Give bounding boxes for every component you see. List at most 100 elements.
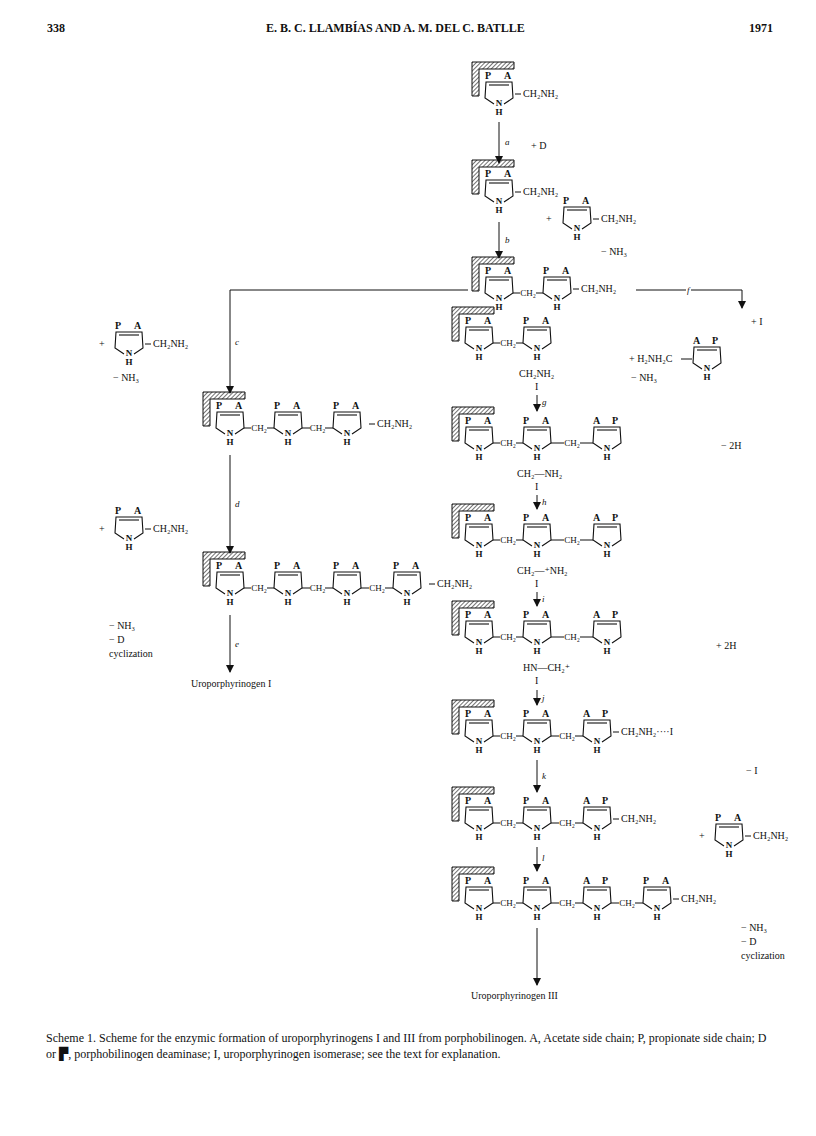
- scheme-label: CH₂NH₂: [376, 418, 413, 430]
- ring-nitrogen: N H: [532, 344, 542, 362]
- pyrrole-ring: APN H: [690, 335, 724, 385]
- bridge-label: CH₂: [559, 731, 575, 741]
- side-chain: P: [523, 512, 529, 523]
- ring-nitrogen: N H: [474, 737, 484, 755]
- bond-line: [613, 732, 619, 733]
- step-letter: d: [234, 498, 241, 510]
- side-chain: A: [542, 415, 549, 426]
- double-bond: [469, 429, 489, 430]
- pyrrole-ring: PAN H: [213, 400, 247, 450]
- pyrrole-ring: PAN H: [640, 875, 674, 925]
- side-chain: P: [274, 400, 280, 411]
- double-bond: [220, 414, 240, 415]
- pyrrole-ring: PAN H: [462, 315, 496, 365]
- bridge-label: CH₂: [520, 288, 536, 298]
- bridge-label: CH₂: [564, 632, 580, 642]
- bond-line: [429, 584, 435, 585]
- step-letter: a: [504, 136, 511, 148]
- ring-nitrogen: N H: [342, 429, 352, 447]
- scheme-label: CH₂NH₂: [680, 893, 717, 905]
- scheme-label: cyclization: [740, 950, 786, 962]
- step-letter: k: [541, 770, 547, 782]
- ring-nitrogen: N H: [532, 737, 542, 755]
- scheme-label: HN—CH₂⁺: [522, 662, 571, 674]
- scheme-label: CH₂NH₂: [152, 338, 189, 350]
- side-chain: A: [542, 315, 549, 326]
- pyrrole-ring: PAN H: [520, 512, 554, 562]
- side-chain: P: [523, 315, 529, 326]
- bridge-label: CH₂: [500, 338, 516, 348]
- side-chain: A: [504, 265, 511, 276]
- double-bond: [597, 623, 617, 624]
- scheme-label: CH₂NH₂: [752, 830, 789, 842]
- double-bond: [469, 722, 489, 723]
- double-bond: [337, 414, 357, 415]
- pyrrole-ring: PAN H: [213, 560, 247, 610]
- double-bond: [469, 329, 489, 330]
- side-chain: P: [465, 415, 471, 426]
- ring-nitrogen: N H: [474, 904, 484, 922]
- pyrrole-ring: PAN H: [560, 195, 594, 245]
- scheme-label: CH₂NH₂: [580, 283, 617, 295]
- side-chain: A: [352, 400, 359, 411]
- pyrrole-ring: PAN H: [482, 168, 516, 218]
- pyrrole-ring: APN H: [590, 415, 624, 465]
- double-bond: [278, 414, 298, 415]
- bridge-label: CH₂: [500, 818, 516, 828]
- side-chain: A: [293, 400, 300, 411]
- side-chain: A: [583, 875, 590, 886]
- scheme-label: − D: [108, 634, 125, 646]
- scheme-label: Uroporphyrinogen I: [190, 678, 272, 690]
- scheme-label: CH₂NH₂: [436, 578, 473, 590]
- pyrrole-ring: APN H: [590, 609, 624, 659]
- pyrrole-ring: PAN H: [462, 795, 496, 845]
- scheme-label: + I: [750, 316, 763, 328]
- pyrrole-ring: PAN H: [330, 560, 364, 610]
- scheme-label: − NH₃: [630, 372, 658, 384]
- scheme-label: − I: [745, 765, 758, 777]
- bridge-label: CH₂: [500, 632, 516, 642]
- ring-nitrogen: N H: [283, 429, 293, 447]
- side-chain: A: [352, 560, 359, 571]
- side-chain: P: [712, 335, 718, 346]
- bond-line: [613, 819, 619, 820]
- ring-nitrogen: N H: [602, 638, 612, 656]
- side-chain: A: [134, 320, 141, 331]
- ring-nitrogen: N H: [532, 638, 542, 656]
- step-letter: f: [686, 284, 691, 296]
- double-bond: [697, 349, 717, 350]
- pyrrole-ring: P A N H: [520, 315, 554, 365]
- ring-nitrogen: N H: [474, 344, 484, 362]
- pyrrole-ring: APN H: [580, 795, 614, 845]
- ring-nitrogen: N H: [474, 444, 484, 462]
- side-chain: P: [274, 560, 280, 571]
- double-bond: [527, 809, 547, 810]
- ring-nitrogen: N H: [124, 349, 134, 367]
- step-letter: h: [541, 496, 548, 508]
- step-letter: g: [541, 396, 548, 408]
- double-bond: [587, 809, 607, 810]
- ring-nitrogen: N H: [652, 904, 662, 922]
- ring-nitrogen: N H: [494, 294, 504, 312]
- double-bond: [469, 526, 489, 527]
- side-chain: A: [542, 875, 549, 886]
- side-chain: P: [485, 70, 491, 81]
- side-chain: P: [115, 320, 121, 331]
- side-chain: A: [542, 708, 549, 719]
- side-chain: A: [484, 795, 491, 806]
- double-bond: [489, 84, 509, 85]
- ring-nitrogen: N H: [592, 904, 602, 922]
- pyrrole-ring: PAN H: [520, 708, 554, 758]
- scheme-label: − NH₃: [108, 620, 136, 632]
- scheme-label: I: [534, 675, 539, 687]
- side-chain: P: [543, 265, 549, 276]
- pyrrole-ring: PAN H: [712, 812, 746, 862]
- side-chain: P: [612, 609, 618, 620]
- side-chain: A: [235, 400, 242, 411]
- double-bond: [597, 526, 617, 527]
- scheme-label: +: [98, 338, 106, 350]
- step-letter: c: [234, 336, 240, 348]
- side-chain: A: [235, 560, 242, 571]
- scheme-label: CH₂NH₂: [522, 88, 559, 100]
- ring-nitrogen: N H: [602, 444, 612, 462]
